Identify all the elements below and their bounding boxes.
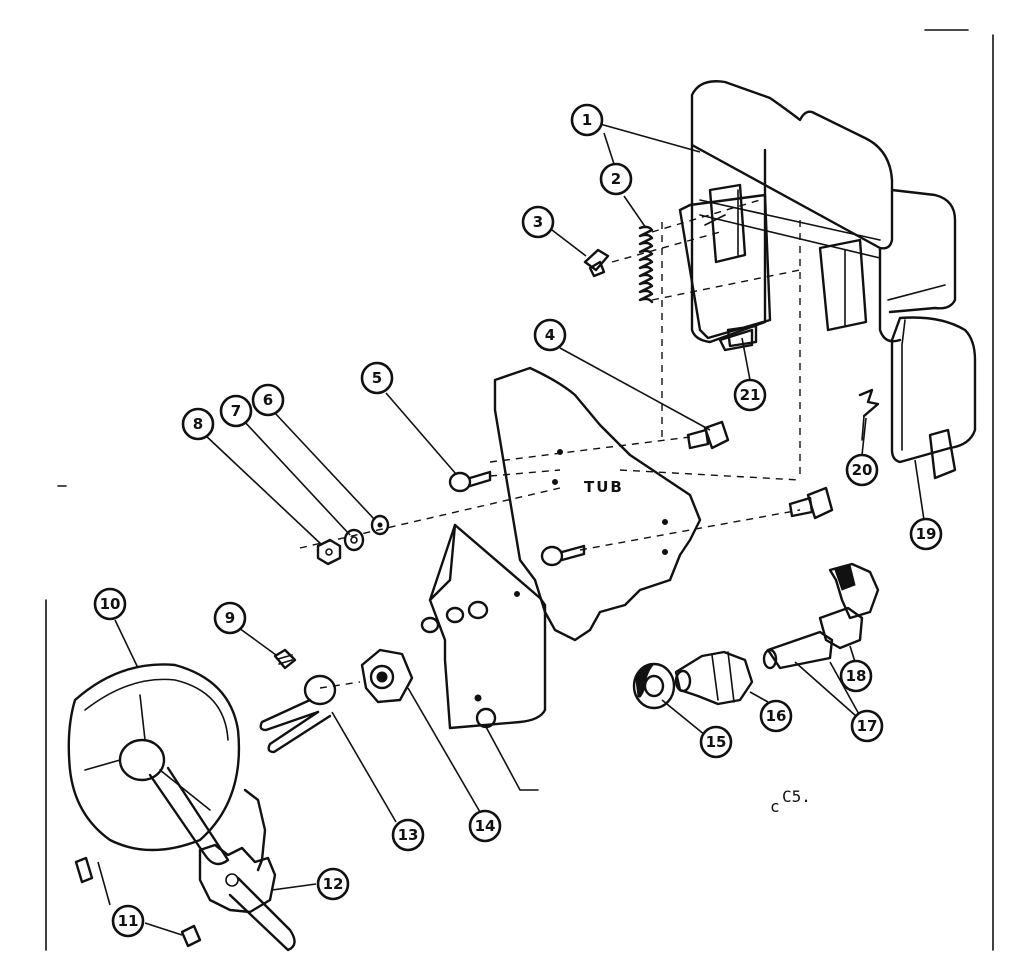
callout-11: 11 [111, 904, 145, 938]
callout-3: 3 [521, 205, 555, 239]
svg-text:18: 18 [846, 667, 867, 685]
svg-text:5: 5 [372, 369, 382, 387]
svg-text:14: 14 [475, 817, 496, 835]
callout-6: 6 [251, 383, 285, 417]
svg-text:16: 16 [766, 707, 787, 725]
part-9-set-screw [273, 648, 297, 670]
svg-text:10: 10 [100, 595, 121, 613]
part-16-valve-body [674, 650, 754, 706]
svg-text:3: 3 [533, 213, 543, 231]
part-18-handle [818, 562, 880, 650]
code-mark: c [770, 797, 780, 816]
part-5-screw-upper [448, 470, 492, 493]
callout-13: 13 [391, 818, 425, 852]
callout-2: 2 [599, 162, 633, 196]
callout-20: 20 [845, 453, 879, 487]
svg-text:21: 21 [740, 386, 761, 404]
part-12-cam-gear [198, 788, 296, 952]
callout-8: 8 [181, 407, 215, 441]
svg-text:9: 9 [225, 609, 235, 627]
callout-12: 12 [316, 867, 350, 901]
part-14-hex-nut [360, 648, 414, 704]
part-8-nut [316, 538, 342, 566]
svg-text:7: 7 [231, 402, 241, 420]
part-11-screw-lower [180, 924, 202, 948]
part-13-link-arm [259, 674, 337, 754]
svg-text:8: 8 [193, 415, 203, 433]
callout-14: 14 [468, 809, 502, 843]
svg-text:2: 2 [611, 170, 621, 188]
callout-17: 17 [850, 709, 884, 743]
callout-1: 1 [570, 103, 604, 137]
alignment-lines [299, 199, 801, 689]
callout-9: 9 [213, 601, 247, 635]
part-21-plate [678, 193, 772, 348]
part-4-bolt-lower [788, 486, 834, 520]
part-3-clip [583, 248, 610, 278]
callout-7: 7 [219, 394, 253, 428]
svg-text:12: 12 [323, 875, 344, 893]
part-15-gasket [632, 662, 676, 710]
lower-mounting-bracket [420, 523, 547, 791]
part-11-screw-upper [74, 856, 94, 884]
callout-10: 10 [93, 587, 127, 621]
tub-label: TUB [584, 478, 624, 496]
part-19-side-bracket [890, 316, 977, 480]
svg-text:1: 1 [582, 111, 592, 129]
callout-19: 19 [909, 517, 943, 551]
callout-21: 21 [733, 378, 767, 412]
part-5-screw-lower [540, 544, 586, 567]
svg-text:19: 19 [916, 525, 937, 543]
svg-text:15: 15 [706, 733, 727, 751]
part-4-bolt-upper [686, 420, 730, 450]
svg-text:6: 6 [263, 391, 273, 409]
svg-text:4: 4 [545, 326, 555, 344]
tub-panel: TUB [493, 366, 702, 642]
part-6-washer [370, 514, 390, 536]
callout-5: 5 [360, 361, 394, 395]
page-code: C5. [782, 787, 811, 806]
part-1-mounting-housing [690, 80, 957, 352]
svg-text:20: 20 [852, 461, 873, 479]
callout-4: 4 [533, 318, 567, 352]
callout-18: 18 [839, 659, 873, 693]
part-10-knob [67, 663, 241, 866]
part-20-clip [858, 388, 880, 441]
callout-16: 16 [759, 699, 793, 733]
part-7-lock-washer [343, 528, 365, 552]
svg-text:13: 13 [398, 826, 419, 844]
leader-lines [97, 123, 925, 936]
part-2-spring [638, 225, 654, 304]
svg-text:17: 17 [857, 717, 878, 735]
svg-text:11: 11 [118, 912, 139, 930]
callout-15: 15 [699, 725, 733, 759]
part-17-stem [762, 630, 834, 670]
